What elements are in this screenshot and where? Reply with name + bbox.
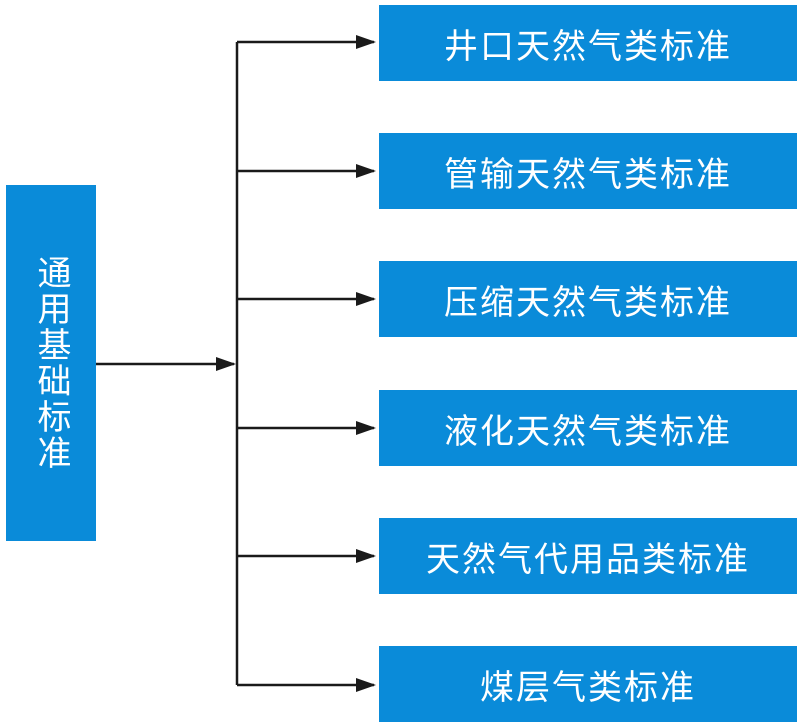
child-node-wellhead-gas: 井口天然气类标准 xyxy=(379,5,797,81)
child-node-label: 天然气代用品类标准 xyxy=(426,539,750,580)
child-node-label: 液化天然气类标准 xyxy=(444,411,732,452)
child-node-coalbed-gas: 煤层气类标准 xyxy=(379,646,797,722)
child-node-gas-substitutes: 天然气代用品类标准 xyxy=(379,518,797,594)
child-node-pipeline-gas: 管输天然气类标准 xyxy=(379,133,797,209)
child-node-label: 井口天然气类标准 xyxy=(444,26,732,67)
root-node-label: 通用基础标准 xyxy=(31,255,71,471)
child-node-compressed-gas: 压缩天然气类标准 xyxy=(379,261,797,337)
child-node-label: 压缩天然气类标准 xyxy=(444,282,732,323)
root-node-box: 通用基础标准 xyxy=(6,185,96,541)
child-node-label: 管输天然气类标准 xyxy=(444,154,732,195)
child-node-label: 煤层气类标准 xyxy=(480,667,696,708)
child-node-liquefied-gas: 液化天然气类标准 xyxy=(379,390,797,466)
